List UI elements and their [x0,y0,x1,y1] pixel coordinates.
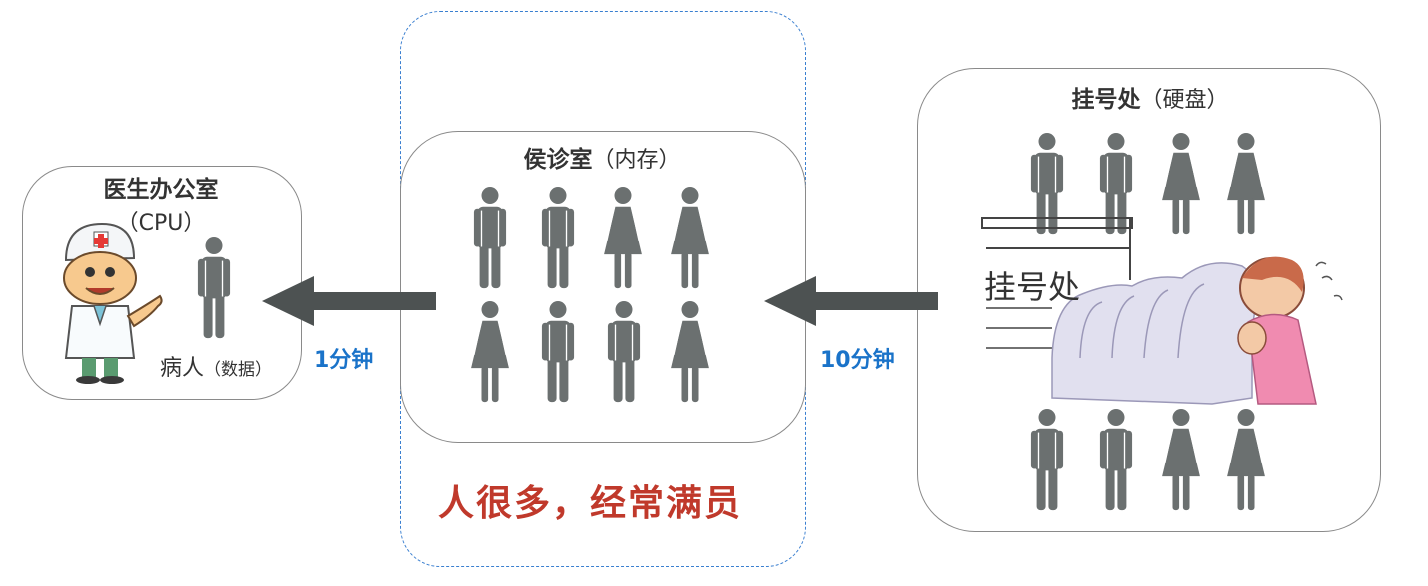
waiting-room-title-text: 侯诊室 [523,147,593,173]
doctor-office-subtitle: （CPU） [116,211,206,236]
registration-subtitle: （硬盘） [1140,88,1229,113]
doctor-cartoon-icon [63,222,163,384]
registration-title: 挂号处（硬盘） [1000,80,1300,114]
queue-cartoon-illustration [981,217,1343,405]
waiting-room-title: 侯诊室（内存） [430,140,774,174]
disk-to-memory-time: 10分钟 [820,348,895,373]
memory-to-cpu-time: 1分钟 [314,348,374,373]
patient-label-sub: （数据） [204,360,273,380]
disk-to-memory-arrow [764,276,938,326]
doctor-office-title: 医生办公室 [103,177,219,203]
memory-to-cpu-arrow [262,276,436,326]
waiting-room-subtitle: （内存） [592,148,681,173]
registration-sign-text: 挂号处 [984,268,1081,306]
registration-title-text: 挂号处 [1071,87,1141,113]
patient-label: 病人（数据） [160,350,272,382]
patient-label-text: 病人 [160,356,205,381]
waiting-room-box [400,131,806,443]
memory-full-note: 人很多，经常满员 [438,483,743,524]
